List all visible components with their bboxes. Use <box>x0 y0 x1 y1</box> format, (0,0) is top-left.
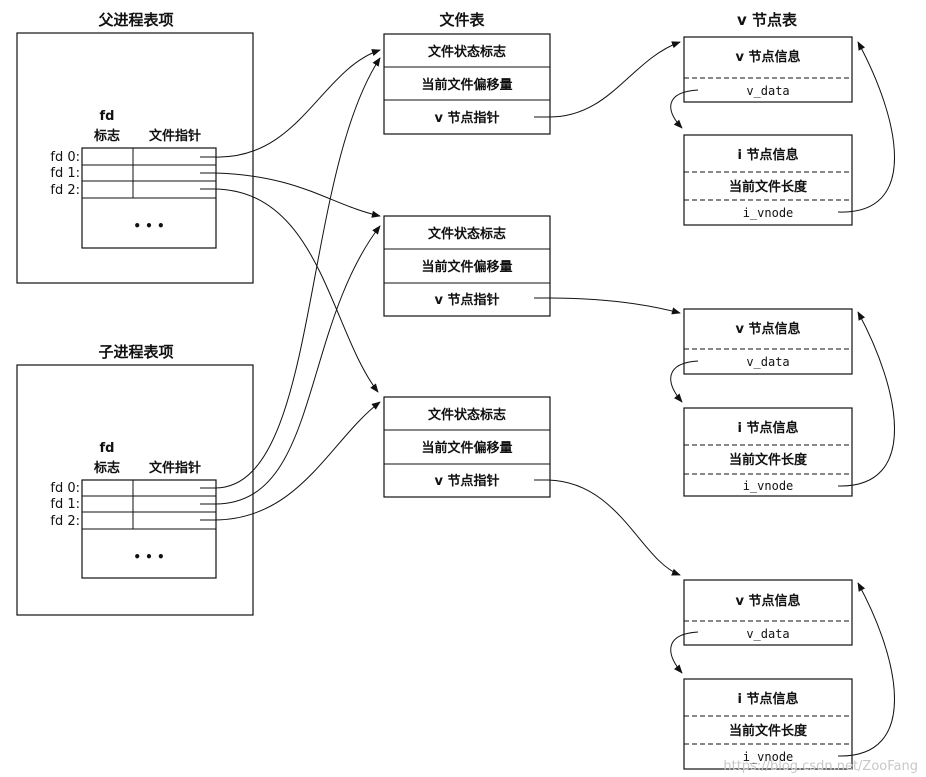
child-fd-header: fd <box>100 441 115 456</box>
child-fd0-label: fd 0: <box>50 481 80 496</box>
parent-fd1-label: fd 1: <box>50 166 80 181</box>
parent-fd-header: fd <box>100 109 115 124</box>
file-status-flags-1: 文件状态标志 <box>428 44 506 60</box>
vnode-2 <box>683 308 853 375</box>
vdata-arrow-2 <box>670 360 699 403</box>
vnode-pointer-1: v 节点指针 <box>434 110 499 126</box>
parent-fd2-arrow <box>213 188 379 393</box>
file-table-entry-2 <box>383 215 551 317</box>
inode-vnode-field-2: i_vnode <box>743 479 794 493</box>
parent-flag-header: 标志 <box>93 128 120 144</box>
file-length-1: 当前文件长度 <box>729 179 808 195</box>
child-process-title: 子进程表项 <box>98 343 173 361</box>
vnode-3 <box>683 579 853 646</box>
parent-fd0-label: fd 0: <box>50 150 80 165</box>
vnode-info-3: v 节点信息 <box>735 593 800 609</box>
ivnode-arrow-2 <box>837 311 895 487</box>
file-status-flags-3: 文件状态标志 <box>428 407 506 423</box>
parent-fd0-arrow <box>213 49 381 158</box>
vnode-data-field-2: v_data <box>746 355 789 369</box>
ivnode-arrow-1 <box>837 41 895 213</box>
child-fd0-arrow <box>213 57 381 489</box>
vnode-data-field-1: v_data <box>746 84 789 98</box>
vdata-arrow-1 <box>670 89 699 129</box>
vnode-pointer-2: v 节点指针 <box>434 292 499 308</box>
inode-1 <box>683 134 853 226</box>
parent-fileptr-header: 文件指针 <box>149 128 201 144</box>
child-flag-header: 标志 <box>93 460 120 476</box>
file-offset-2: 当前文件偏移量 <box>421 259 512 275</box>
vnode-table-title: v 节点表 <box>737 11 798 29</box>
child-fd2-arrow <box>213 401 381 521</box>
inode-vnode-field-3: i_vnode <box>743 750 794 764</box>
vnode-pointer-arrow-1 <box>547 41 681 118</box>
parent-fd2-label: fd 2: <box>50 183 80 198</box>
child-fileptr-header: 文件指针 <box>149 460 201 476</box>
parent-process-title: 父进程表项 <box>97 11 173 29</box>
file-offset-1: 当前文件偏移量 <box>421 77 512 93</box>
file-offset-3: 当前文件偏移量 <box>421 440 512 456</box>
file-length-3: 当前文件长度 <box>729 723 808 739</box>
vnode-pointer-3: v 节点指针 <box>434 473 499 489</box>
inode-vnode-field-1: i_vnode <box>743 206 794 220</box>
file-table-title: 文件表 <box>439 11 485 29</box>
watermark-text: https://blog.csdn.net/ZooFang <box>723 759 918 774</box>
vnode-info-2: v 节点信息 <box>735 321 800 337</box>
inode-3 <box>683 678 853 770</box>
file-status-flags-2: 文件状态标志 <box>428 226 506 242</box>
parent-fd1-arrow <box>213 172 381 218</box>
ivnode-arrow-3 <box>837 582 895 757</box>
file-table-entry-1 <box>383 33 551 135</box>
inode-2 <box>683 407 853 497</box>
vnode-pointer-arrow-3 <box>547 479 681 576</box>
vnode-info-1: v 节点信息 <box>735 49 800 65</box>
vnode-pointer-arrow-2 <box>547 297 681 315</box>
child-ellipsis: • • • <box>133 550 164 564</box>
inode-info-3: i 节点信息 <box>738 691 799 707</box>
vdata-arrow-3 <box>670 631 699 674</box>
vnode-1 <box>683 36 853 103</box>
inode-info-1: i 节点信息 <box>738 147 799 163</box>
inode-info-2: i 节点信息 <box>738 420 799 436</box>
file-length-2: 当前文件长度 <box>729 452 808 468</box>
child-fd2-label: fd 2: <box>50 514 80 529</box>
vnode-data-field-3: v_data <box>746 627 789 641</box>
file-table-entry-3 <box>383 396 551 498</box>
child-fd1-label: fd 1: <box>50 497 80 512</box>
child-fd1-arrow <box>213 225 381 505</box>
parent-ellipsis: • • • <box>133 219 164 233</box>
